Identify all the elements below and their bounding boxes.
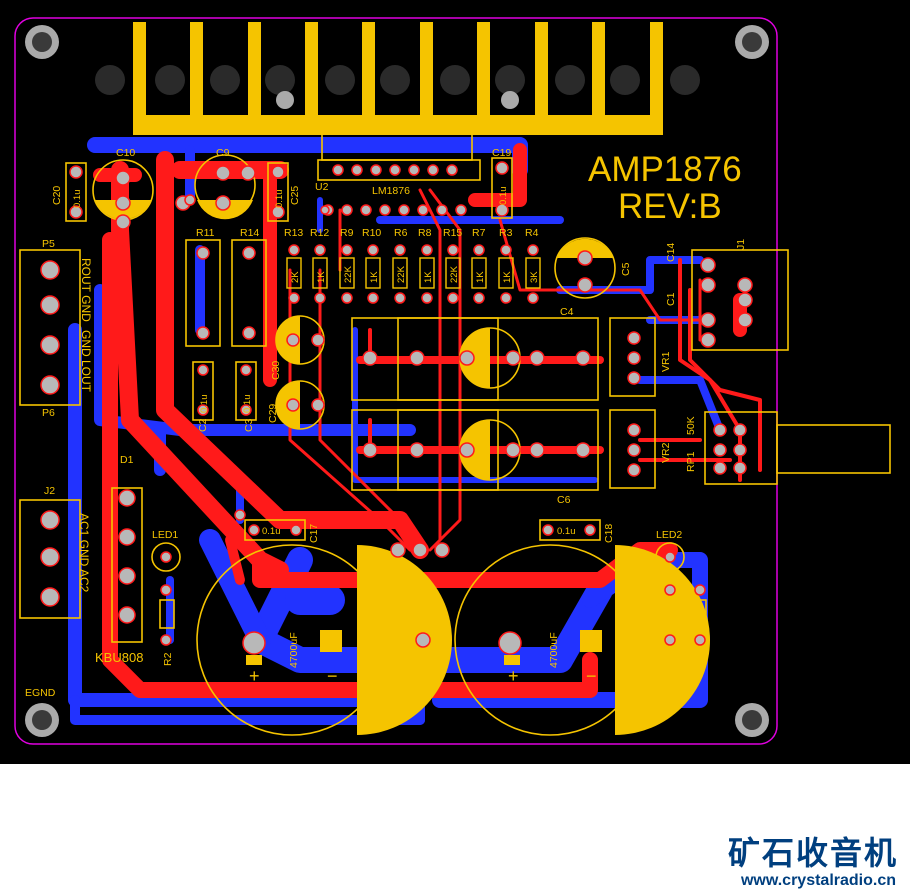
label-c20: C20 xyxy=(51,186,63,205)
label-vr2: VR2 xyxy=(660,442,672,463)
label-r3: R3 xyxy=(499,227,513,239)
resistor-value: 22K xyxy=(343,265,354,283)
site-logo: 矿石收音机 xyxy=(727,834,898,872)
resistor-values: 2K 1K 22K 1K 22K 1K 22K 1K 1K 3K xyxy=(290,265,540,283)
label-p5-pins: ROUT GND xyxy=(79,258,93,322)
board-outline xyxy=(14,17,778,745)
label-r9: R9 xyxy=(340,227,354,239)
resistor-value: 1K xyxy=(475,271,486,283)
label-r4: R4 xyxy=(525,227,539,239)
label-c10: C10 xyxy=(116,147,135,159)
label-r5: R5 xyxy=(666,652,678,666)
value-c18: 0.1u xyxy=(557,526,576,537)
label-d1: D1 xyxy=(120,454,134,466)
label-led1: LED1 xyxy=(152,529,178,541)
value-c17: 0.1u xyxy=(262,526,281,537)
square-pads xyxy=(246,630,602,665)
label-rp1: RP1 xyxy=(685,451,697,472)
label-c-big-right-value: 4700uF xyxy=(548,632,560,668)
label-c16: C16 xyxy=(439,636,451,655)
label-r7: R7 xyxy=(472,227,486,239)
label-j2-pins: AC1 GND AC2 xyxy=(77,513,91,593)
label-c1: C1 xyxy=(665,292,677,306)
value-c2: 0.1u xyxy=(199,395,210,414)
label-j2: J2 xyxy=(44,485,55,497)
resistor-value: 2K xyxy=(290,271,301,283)
label-c15: C15 xyxy=(395,636,407,655)
label-c2: C2 xyxy=(197,418,209,432)
label-c25: C25 xyxy=(289,186,301,205)
label-plus-left: + xyxy=(249,666,260,686)
board-revision: REV:B xyxy=(618,187,722,226)
label-c29: C29 xyxy=(267,404,279,423)
pads xyxy=(40,161,753,655)
resistor-bodies xyxy=(286,257,541,289)
label-c18: C18 xyxy=(603,524,615,543)
label-vr1: VR1 xyxy=(660,351,672,372)
label-r8: R8 xyxy=(418,227,432,239)
label-50k: 50K xyxy=(685,416,697,435)
value-c19: 0.1u xyxy=(498,187,509,206)
label-minus-left: − xyxy=(327,666,338,686)
label-r12: R12 xyxy=(310,227,329,239)
label-r6: R6 xyxy=(394,227,408,239)
value-r1: 0 xyxy=(695,614,706,619)
label-r2: R2 xyxy=(162,652,174,666)
label-r10: R10 xyxy=(362,227,381,239)
resistor-value: 3K xyxy=(529,271,540,283)
board-title: AMP1876 xyxy=(588,150,742,189)
small-cap-values: 0.1u 0.1u 0.1u 0.1u 0.1u 0.1u 0.1u 0 xyxy=(72,187,706,620)
resistor-value: 22K xyxy=(396,265,407,283)
label-p5: P5 xyxy=(42,238,55,250)
label-plus-right: + xyxy=(508,666,519,686)
pcb-layout: AMP1876 REV:B C10 C9 C20 C25 C19 U2 LM18… xyxy=(0,0,910,764)
label-lm1876: LM1876 xyxy=(372,185,410,197)
capacitor-polarity-marks xyxy=(95,200,710,735)
label-c6: C6 xyxy=(557,494,571,506)
label-c14: C14 xyxy=(665,243,677,262)
label-r14: R14 xyxy=(240,227,259,239)
label-r15: R15 xyxy=(443,227,462,239)
label-r1: R1 xyxy=(696,652,708,666)
label-c9: C9 xyxy=(216,147,230,159)
label-c30: C30 xyxy=(270,361,282,380)
resistor-value: 1K xyxy=(423,271,434,283)
resistor-value: 1K xyxy=(369,271,380,283)
label-r13: R13 xyxy=(284,227,303,239)
footer: 矿石收音机 www.crystalradio.cn xyxy=(0,764,910,892)
label-egnd: EGND xyxy=(25,687,56,699)
heatsink-holes xyxy=(95,65,700,95)
label-j1: J1 xyxy=(735,239,747,250)
label-c-big-left-value: 4700uF xyxy=(288,632,300,668)
label-c17: C17 xyxy=(308,524,320,543)
label-c19: C19 xyxy=(492,147,511,159)
label-c4: C4 xyxy=(560,306,574,318)
label-minus-right: − xyxy=(586,666,597,686)
resistor-value: 22K xyxy=(449,265,460,283)
resistor-value: 1K xyxy=(502,271,513,283)
component-labels: C10 C9 C20 C25 C19 U2 LM1876 R11 R14 R13… xyxy=(25,147,747,699)
site-url: www.crystalradio.cn xyxy=(740,872,896,889)
label-c3: C3 xyxy=(243,418,255,432)
label-c5: C5 xyxy=(620,262,632,276)
label-kbu808: KBU808 xyxy=(95,650,143,665)
label-p6: P6 xyxy=(42,407,55,419)
value-c20: 0.1u xyxy=(72,190,83,209)
resistor-value: 1K xyxy=(316,271,327,283)
value-c3: 0.1u xyxy=(242,395,253,414)
value-c25: 0.1u xyxy=(274,190,285,209)
label-u2: U2 xyxy=(315,181,329,193)
label-r11: R11 xyxy=(196,227,215,239)
mounting-holes xyxy=(25,25,769,737)
label-p6-pins: GND LOUT xyxy=(79,330,93,393)
label-led2: LED2 xyxy=(656,529,682,541)
